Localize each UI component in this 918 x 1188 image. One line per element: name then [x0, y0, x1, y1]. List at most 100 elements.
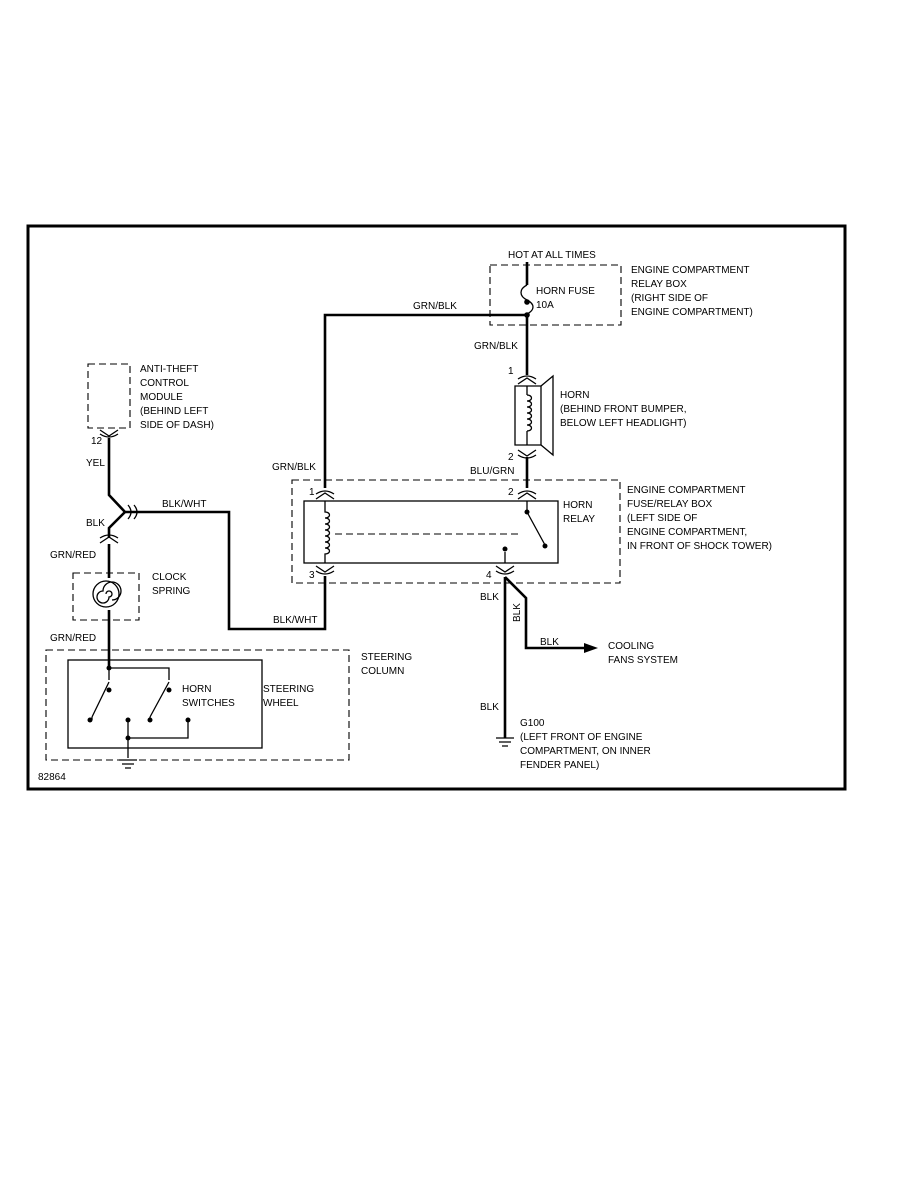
relay-contact	[504, 501, 546, 563]
fuse-relay-box-label-3: (LEFT SIDE OF	[627, 513, 697, 524]
wire-yel	[107, 438, 133, 514]
switch-dot-2	[106, 687, 112, 693]
wire-blk-wht	[133, 510, 327, 631]
ground-label-2: (LEFT FRONT OF ENGINE	[520, 732, 643, 743]
steering-column-outline	[45, 649, 350, 761]
ground-g100-symbol	[496, 737, 514, 747]
switch-dot-7	[185, 717, 191, 723]
horn-relay-body	[303, 500, 559, 564]
steering-column-label-2: COLUMN	[361, 666, 404, 677]
steering-wheel-label-1: STEERING	[263, 684, 314, 695]
ground-label-4: FENDER PANEL)	[520, 760, 599, 771]
fuse-relay-box-label-5: IN FRONT OF SHOCK TOWER)	[627, 541, 772, 552]
anti-theft-label-1: ANTI-THEFT	[140, 364, 198, 375]
fuse-relay-box-outline	[291, 479, 621, 584]
steering-wheel-label-2: WHEEL	[263, 698, 299, 709]
anti-theft-label-2: CONTROL	[140, 378, 189, 389]
relay-connector-4	[495, 565, 515, 575]
clock-spring-outline	[72, 572, 140, 621]
hot-at-all-times-label: HOT AT ALL TIMES	[508, 250, 596, 261]
steering-wheel-body	[67, 659, 263, 749]
relay-contact-dot-1	[524, 509, 530, 515]
horn-label-2: (BEHIND FRONT BUMPER,	[560, 404, 687, 415]
horn-pin-1-label: 1	[508, 366, 514, 377]
relay-pin-1-label: 1	[309, 487, 315, 498]
relay-box-top-label-2: RELAY BOX	[631, 279, 687, 290]
relay-pin-2-label: 2	[508, 487, 514, 498]
wire-blk-to-clock-spring	[107, 511, 126, 538]
module-connector-12	[99, 429, 119, 438]
module-pin-12-label: 12	[91, 436, 103, 447]
horn-switches-wiring	[91, 667, 189, 758]
cooling-fans-label-2: FANS SYSTEM	[608, 655, 678, 666]
horn-bell	[540, 374, 554, 457]
relay-box-top-label-1: ENGINE COMPARTMENT	[631, 265, 750, 276]
wire-label-blu-grn: BLU/GRN	[470, 466, 514, 477]
arrow-to-fans	[584, 643, 598, 653]
horn-switches-label-2: SWITCHES	[182, 698, 235, 709]
clock-spring-label-2: SPRING	[152, 586, 191, 597]
wire-label-blk-wht-top: BLK/WHT	[162, 499, 206, 510]
fuse-relay-box-label-2: FUSE/RELAY BOX	[627, 499, 713, 510]
clock-spring-connector	[99, 534, 119, 544]
horn-connector-1	[517, 375, 537, 385]
relay-pin-4-label: 4	[486, 570, 492, 581]
diagram-frame	[26, 224, 847, 791]
switch-dot-8	[125, 735, 131, 741]
horn-switches-label-1: HORN	[182, 684, 211, 695]
switch-dot-4	[87, 717, 93, 723]
horn-relay-label-1: HORN	[563, 500, 592, 511]
horn-fuse-label-1: HORN FUSE	[536, 286, 595, 297]
clock-spring-icon	[92, 580, 120, 608]
switch-dot-3	[166, 687, 172, 693]
wire-label-blk-relay-4: BLK	[480, 592, 499, 603]
horn-label-3: BELOW LEFT HEADLIGHT)	[560, 418, 687, 429]
relay-contact-dot-3	[502, 546, 508, 552]
relay-box-top-outline	[489, 264, 622, 326]
switch-dot-1	[106, 665, 112, 671]
wire-label-grn-blk-top: GRN/BLK	[413, 301, 457, 312]
wire-grn-blk-to-relay	[323, 313, 527, 488]
diagram-id-label: 82864	[38, 772, 66, 783]
relay-connector-2	[517, 490, 537, 500]
steering-column-label-1: STEERING	[361, 652, 412, 663]
clock-spring-label-1: CLOCK	[152, 572, 187, 583]
horn-connector-2	[517, 449, 537, 459]
wire-label-blk-fans: BLK	[540, 637, 559, 648]
anti-theft-module-outline	[87, 363, 131, 429]
fuse-terminal-dot	[524, 299, 530, 305]
wire-label-blk-vertical: BLK	[512, 603, 523, 622]
wire-blk-to-fans	[504, 576, 588, 650]
ground-steering-symbol	[119, 759, 137, 769]
horn-pin-2-label: 2	[508, 452, 514, 463]
relay-contact-dot-2	[542, 543, 548, 549]
horn-relay-label-2: RELAY	[563, 514, 595, 525]
fuse-relay-box-label-1: ENGINE COMPARTMENT	[627, 485, 746, 496]
switch-dot-5	[125, 717, 131, 723]
relay-box-top-label-3: (RIGHT SIDE OF	[631, 293, 708, 304]
ground-label-3: COMPARTMENT, ON INNER	[520, 746, 651, 757]
clock-spring-spiral	[96, 581, 122, 604]
anti-theft-label-3: MODULE	[140, 392, 183, 403]
wire-label-grn-red-lower: GRN/RED	[50, 633, 96, 644]
relay-connector-1	[315, 490, 335, 500]
wire-label-blk-wht-bottom: BLK/WHT	[273, 615, 317, 626]
horn-fuse-label-2: 10A	[536, 300, 554, 311]
relay-box-top-label-4: ENGINE COMPARTMENT)	[631, 307, 753, 318]
relay-connector-3	[315, 565, 335, 575]
anti-theft-label-4: (BEHIND LEFT	[140, 406, 208, 417]
wire-label-grn-blk-horn: GRN/BLK	[474, 341, 518, 352]
wire-label-grn-red-upper: GRN/RED	[50, 550, 96, 561]
wire-label-blk-clock: BLK	[86, 518, 105, 529]
relay-coil	[324, 501, 331, 563]
horn-label-1: HORN	[560, 390, 589, 401]
cooling-fans-label-1: COOLING	[608, 641, 654, 652]
wire-label-grn-blk-relay: GRN/BLK	[272, 462, 316, 473]
anti-theft-label-5: SIDE OF DASH)	[140, 420, 214, 431]
inline-connector-blk-wht	[127, 504, 138, 520]
wire-label-yel: YEL	[86, 458, 105, 469]
wire-label-blk-ground: BLK	[480, 702, 499, 713]
switch-dot-6	[147, 717, 153, 723]
ground-label-1: G100	[520, 718, 545, 729]
